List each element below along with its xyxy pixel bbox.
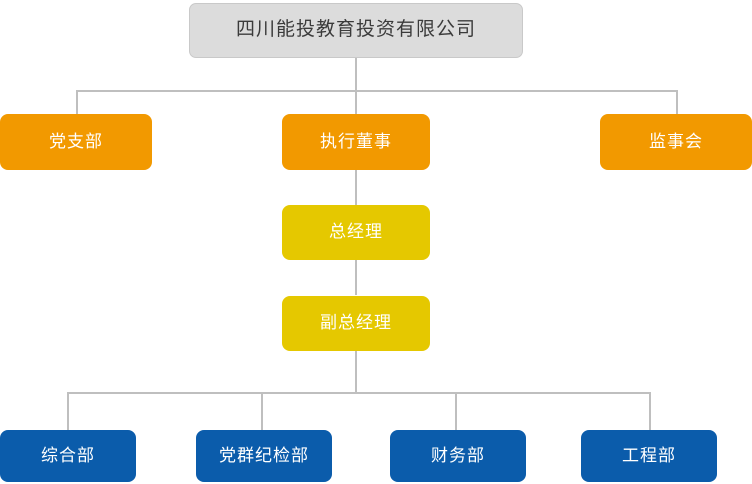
node-label: 党支部 (49, 131, 103, 151)
node-general-manager[interactable]: 总经理 (282, 205, 430, 260)
connector-drop-supervisory-board (676, 90, 678, 114)
node-label: 四川能投教育投资有限公司 (235, 19, 476, 41)
connector-director-to-gm (355, 170, 357, 205)
connector-drop-party-discipline (261, 392, 263, 431)
node-executive-director[interactable]: 执行董事 (282, 114, 430, 170)
node-label: 党群纪检部 (219, 445, 309, 465)
connector-gm-to-deputy-gm (355, 260, 357, 295)
node-label: 综合部 (41, 445, 95, 465)
node-label: 财务部 (431, 445, 485, 465)
node-engineering-dept[interactable]: 工程部 (581, 430, 717, 482)
connector-tier1-bus (76, 90, 677, 92)
node-finance-dept[interactable]: 财务部 (390, 430, 526, 482)
node-label: 总经理 (329, 222, 383, 242)
connector-tier3-bus (67, 392, 650, 394)
node-deputy-general-manager[interactable]: 副总经理 (282, 296, 430, 351)
connector-drop-party-branch (76, 90, 78, 114)
connector-drop-engineering (649, 392, 651, 431)
node-label: 副总经理 (320, 313, 392, 333)
node-label: 执行董事 (320, 131, 392, 151)
connector-drop-executive-director (355, 90, 357, 114)
node-supervisory-board[interactable]: 监事会 (600, 114, 752, 170)
node-party-branch[interactable]: 党支部 (0, 114, 152, 170)
node-party-discipline-dept[interactable]: 党群纪检部 (196, 430, 332, 482)
node-label: 工程部 (622, 445, 676, 465)
connector-drop-general-affairs (67, 392, 69, 431)
connector-drop-finance (455, 392, 457, 431)
connector-root-stem (355, 58, 357, 91)
node-general-affairs-dept[interactable]: 综合部 (0, 430, 136, 482)
connector-deputy-gm-stem (355, 351, 357, 393)
node-root-company[interactable]: 四川能投教育投资有限公司 (189, 3, 523, 58)
node-label: 监事会 (649, 131, 703, 151)
